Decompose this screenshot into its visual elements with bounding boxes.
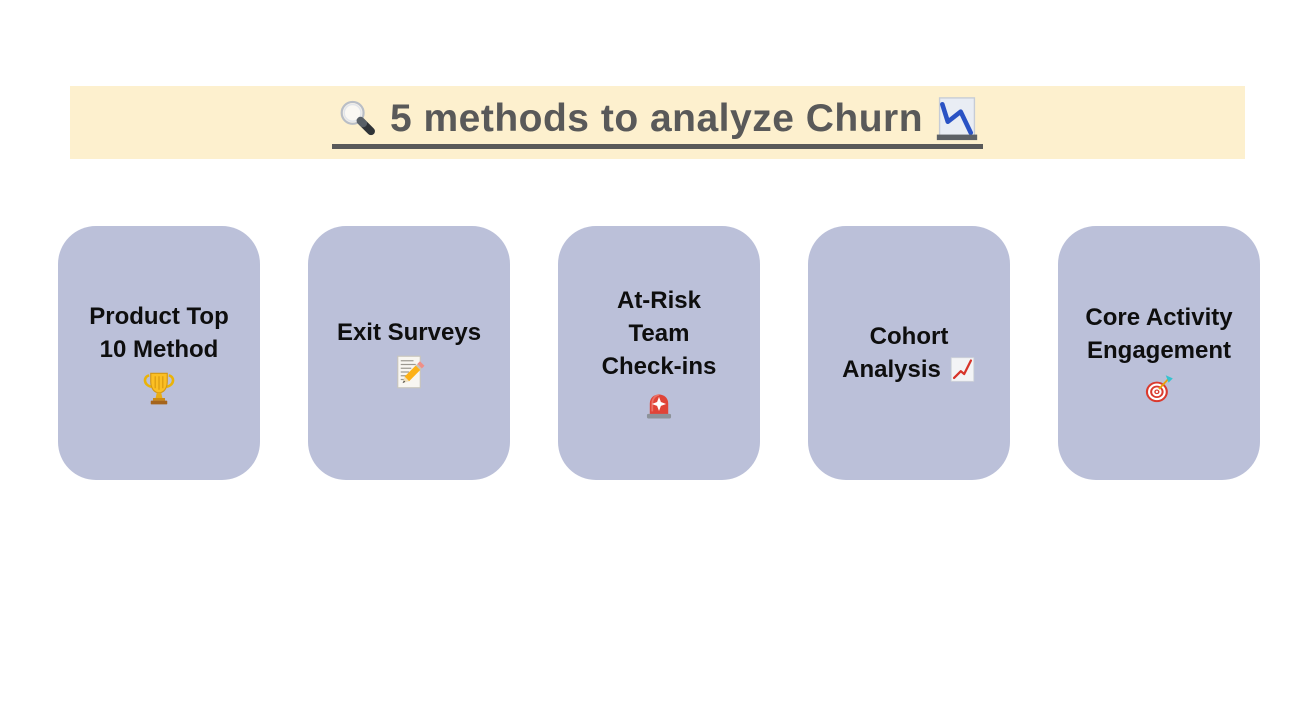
title-underline-group: 5 methods to analyze Churn bbox=[331, 96, 984, 149]
card-label-line: Check-ins bbox=[601, 353, 717, 380]
memo-icon bbox=[397, 355, 425, 389]
card-label-line: Product Top bbox=[89, 302, 229, 330]
title-banner: 5 methods to analyze Churn bbox=[70, 86, 1245, 159]
card-label-line: Engagement bbox=[1086, 336, 1232, 364]
card-label-line: Core Activity bbox=[1085, 303, 1233, 331]
card-at-risk-team-check-ins[interactable]: At-Risk Team Check-ins bbox=[558, 226, 760, 480]
card-label: At-Risk Team Check-ins bbox=[602, 284, 717, 383]
police-car-light-icon bbox=[646, 393, 672, 419]
trophy-icon bbox=[143, 372, 175, 404]
card-label-line: At-Risk bbox=[616, 287, 701, 314]
page-title: 5 methods to analyze Churn bbox=[389, 96, 924, 140]
chart-decreasing-icon bbox=[936, 96, 978, 140]
card-cohort-analysis[interactable]: Cohort Analysis bbox=[808, 226, 1010, 480]
card-label: Cohort Analysis bbox=[842, 320, 976, 386]
card-label: Product Top 10 Method bbox=[89, 300, 229, 366]
card-core-activity-engagement[interactable]: Core Activity Engagement bbox=[1058, 226, 1260, 480]
card-label-line: 10 Method bbox=[99, 335, 219, 363]
method-cards-row: Product Top 10 Method Exit Surveys bbox=[58, 226, 1260, 480]
card-label: Core Activity Engagement bbox=[1085, 301, 1232, 367]
magnifying-glass-icon bbox=[340, 100, 375, 135]
card-product-top-10-method[interactable]: Product Top 10 Method bbox=[58, 226, 260, 480]
chart-increasing-icon bbox=[950, 357, 975, 382]
card-label: Exit Surveys bbox=[337, 316, 481, 349]
card-label-line: Analysis bbox=[842, 356, 941, 383]
card-label-line: Exit Surveys bbox=[336, 319, 482, 346]
target-icon bbox=[1145, 374, 1173, 402]
card-label-line: Team bbox=[628, 320, 690, 347]
card-label-line: Cohort bbox=[869, 323, 949, 350]
card-exit-surveys[interactable]: Exit Surveys bbox=[308, 226, 510, 480]
card-label-line-with-icon: Analysis bbox=[842, 353, 976, 386]
